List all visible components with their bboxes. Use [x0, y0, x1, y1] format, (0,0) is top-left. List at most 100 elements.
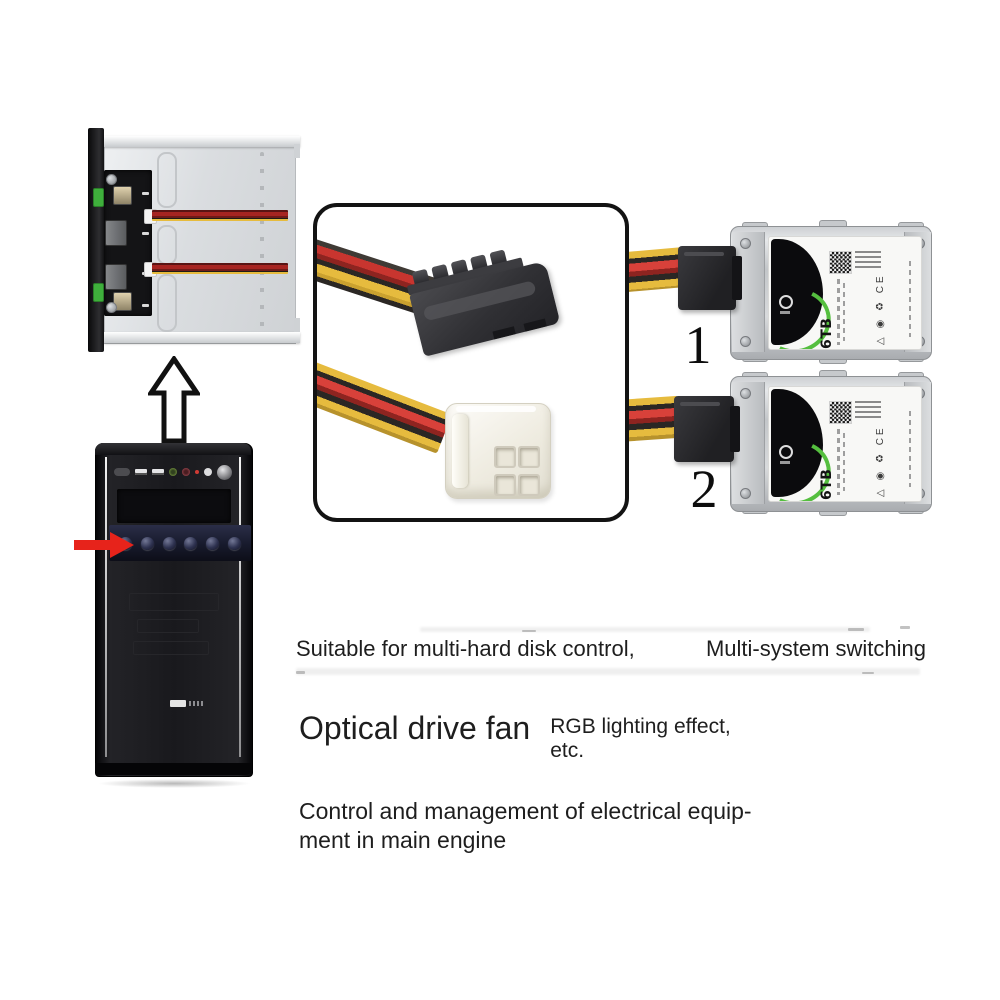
caption-bottom: Control and management of electrical equ… [299, 797, 819, 855]
slide-switch-block [105, 264, 127, 290]
erased-text-artifact [420, 627, 870, 632]
hard-drive-1: 6TB △ ◉ ♻ CE [730, 220, 932, 364]
control-knob [184, 536, 198, 550]
drive-bay-panel [86, 126, 302, 356]
flange-lip [294, 144, 300, 158]
erased-text-artifact [900, 626, 910, 629]
caption-row-2: Optical drive fan RGB lighting effect, e… [299, 710, 731, 762]
serial-microtext [837, 279, 840, 345]
label-microtext [855, 251, 881, 271]
drive-screw [740, 388, 751, 399]
drive-label: 6TB △ ◉ ♻ CE [768, 386, 922, 502]
front-vent [137, 619, 199, 633]
power-button [217, 464, 232, 480]
caption-bottom-line2: ment in main engine [299, 827, 507, 854]
case-logo [170, 700, 186, 707]
tray-slot [157, 274, 177, 332]
sata-power-connector [404, 238, 574, 371]
control-knob [227, 536, 241, 550]
cert-icons: △ ◉ ♻ CE [875, 273, 886, 345]
erased-text-artifact [848, 628, 864, 631]
up-arrow-icon [146, 354, 202, 444]
erased-text-artifact [522, 630, 536, 632]
drive-label: 6TB △ ◉ ♻ CE [768, 236, 922, 350]
label-microtext [855, 401, 881, 421]
toggle-switch [113, 186, 132, 205]
ribbon-cable [152, 263, 288, 274]
drive-screw [740, 238, 751, 249]
led-connector-green [93, 188, 104, 207]
arrow-head [110, 532, 134, 558]
case-shadow [97, 779, 251, 788]
plug-highlight [684, 252, 724, 256]
molex-sockets [494, 446, 540, 496]
control-pcb [104, 170, 152, 316]
molex-socket [494, 474, 516, 496]
drive1-sata-plug [678, 246, 742, 310]
plug-blade [730, 406, 740, 452]
caption-rgb-note-line1: RGB lighting effect, [550, 715, 731, 738]
usb-port [152, 469, 164, 475]
molex-latch [452, 414, 468, 488]
brand-logo-mark [779, 445, 793, 459]
serial-microtext [909, 411, 911, 487]
panel-location-arrow [74, 532, 134, 558]
usb-port [135, 469, 147, 475]
front-io-panel [114, 461, 234, 483]
cable-closeup-panel [313, 203, 629, 522]
control-knob [162, 536, 176, 550]
plug-blade [732, 256, 742, 300]
molex-highlight [456, 406, 536, 412]
sata-groove [422, 280, 537, 322]
control-knob [205, 536, 219, 550]
caption-rgb-note: RGB lighting effect, etc. [550, 715, 731, 762]
serial-microtext [843, 283, 845, 341]
sata-notch [492, 326, 516, 340]
plug-highlight [680, 402, 720, 406]
capacity-text: 6TB [819, 317, 835, 349]
tower-trim-left [105, 457, 107, 757]
erased-text-artifact [296, 671, 305, 674]
bay-top-flange [104, 136, 300, 147]
bay-front-fascia [88, 128, 104, 352]
tower-base [95, 763, 251, 775]
drive-bay-covers [117, 489, 231, 523]
ribbon-cable [152, 210, 288, 221]
front-vent [129, 593, 219, 611]
erased-text-artifact [296, 668, 920, 675]
caption-row-1: Suitable for multi-hard disk control, Mu… [296, 636, 926, 662]
hard-drive-2: 6TB △ ◉ ♻ CE [730, 370, 932, 516]
caption-multi-hard-disk: Suitable for multi-hard disk control, [296, 636, 635, 661]
serial-microtext [837, 429, 840, 495]
tower-trim-right [239, 457, 241, 757]
power-led [195, 470, 199, 474]
serial-microtext [843, 433, 845, 491]
small-button [204, 468, 212, 476]
caption-multi-system: Multi-system switching [705, 636, 926, 661]
tower-top-bezel [95, 443, 251, 455]
tray-slot [157, 152, 177, 208]
brand-logo-text [780, 461, 790, 464]
molex-socket [518, 446, 540, 468]
sata-notch [523, 318, 547, 332]
serial-microtext [909, 261, 911, 337]
caption-bottom-line1: Control and management of electrical equ… [299, 798, 752, 824]
capacity-text: 6TB [819, 468, 835, 500]
qr-code [829, 251, 852, 274]
brand-logo-text [780, 311, 790, 314]
led-connector-green [93, 283, 104, 302]
computer-tower [93, 441, 257, 791]
tray-screw-holes [260, 152, 264, 328]
pcb-pad [142, 304, 149, 307]
pcb-screw [106, 302, 117, 313]
bay-bottom-flange [104, 332, 300, 343]
pcb-pad [142, 232, 149, 235]
case-logo-text [189, 701, 205, 706]
brand-logo-mark [779, 295, 793, 309]
audio-jack-red [182, 468, 190, 476]
pcb-screw [106, 174, 117, 185]
caption-rgb-note-line2: etc. [550, 738, 585, 762]
caption-optical-drive-fan: Optical drive fan [299, 710, 531, 746]
arrow-shaft [74, 540, 110, 550]
install-direction-arrow [146, 354, 202, 444]
